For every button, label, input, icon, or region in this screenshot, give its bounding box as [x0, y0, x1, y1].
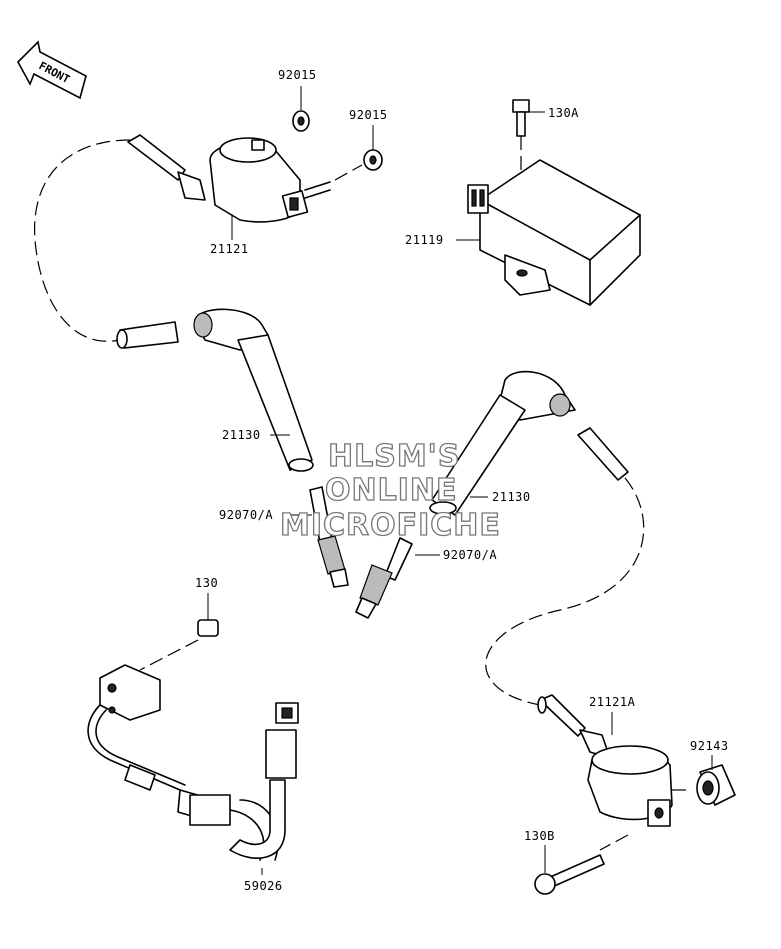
label-92143: 92143 [690, 739, 729, 753]
hv-cable-route-right [485, 477, 645, 706]
watermark-line2: ONLINE [325, 473, 458, 508]
watermark-line1: HLSM'S [328, 439, 460, 474]
label-21121: 21121 [210, 242, 249, 256]
label-21119: 21119 [405, 233, 444, 247]
label-21130-left: 21130 [222, 428, 261, 442]
front-direction-arrow: FRONT [17, 40, 87, 100]
ignition-coil-21121 [127, 134, 331, 223]
label-92015-upper: 92015 [278, 68, 317, 82]
watermark-line3: MICROFICHE [280, 508, 501, 543]
pickup-coil-59026 [87, 664, 299, 875]
ignition-coil-21121A [537, 694, 673, 851]
spark-plug-cap-21130-right [429, 370, 629, 516]
collar-92143 [672, 755, 736, 806]
spark-plug-92070A-left [288, 486, 349, 588]
cdi-unit-21119 [456, 159, 641, 306]
label-130B: 130B [524, 829, 555, 843]
spark-plug-cap-21130-left [116, 308, 314, 472]
label-21130-right: 21130 [492, 490, 531, 504]
label-130A: 130A [548, 106, 579, 120]
bolt-130B [534, 845, 605, 895]
label-92070A-right: 92070/A [443, 548, 497, 562]
label-130: 130 [195, 576, 218, 590]
bolt-130A [512, 99, 545, 255]
nut-92015-lower [334, 125, 383, 181]
label-21121A: 21121A [589, 695, 636, 709]
label-92070A-left: 92070/A [219, 508, 273, 522]
hv-cable-route-left [34, 139, 131, 342]
nut-92015-upper [292, 86, 310, 132]
label-59026: 59026 [244, 879, 283, 893]
watermark: HLSM'S ONLINE MICROFICHE [279, 438, 501, 543]
spark-plug-92070A-right [355, 537, 440, 619]
label-92015-lower: 92015 [349, 108, 388, 122]
bolt-130 [139, 593, 219, 671]
